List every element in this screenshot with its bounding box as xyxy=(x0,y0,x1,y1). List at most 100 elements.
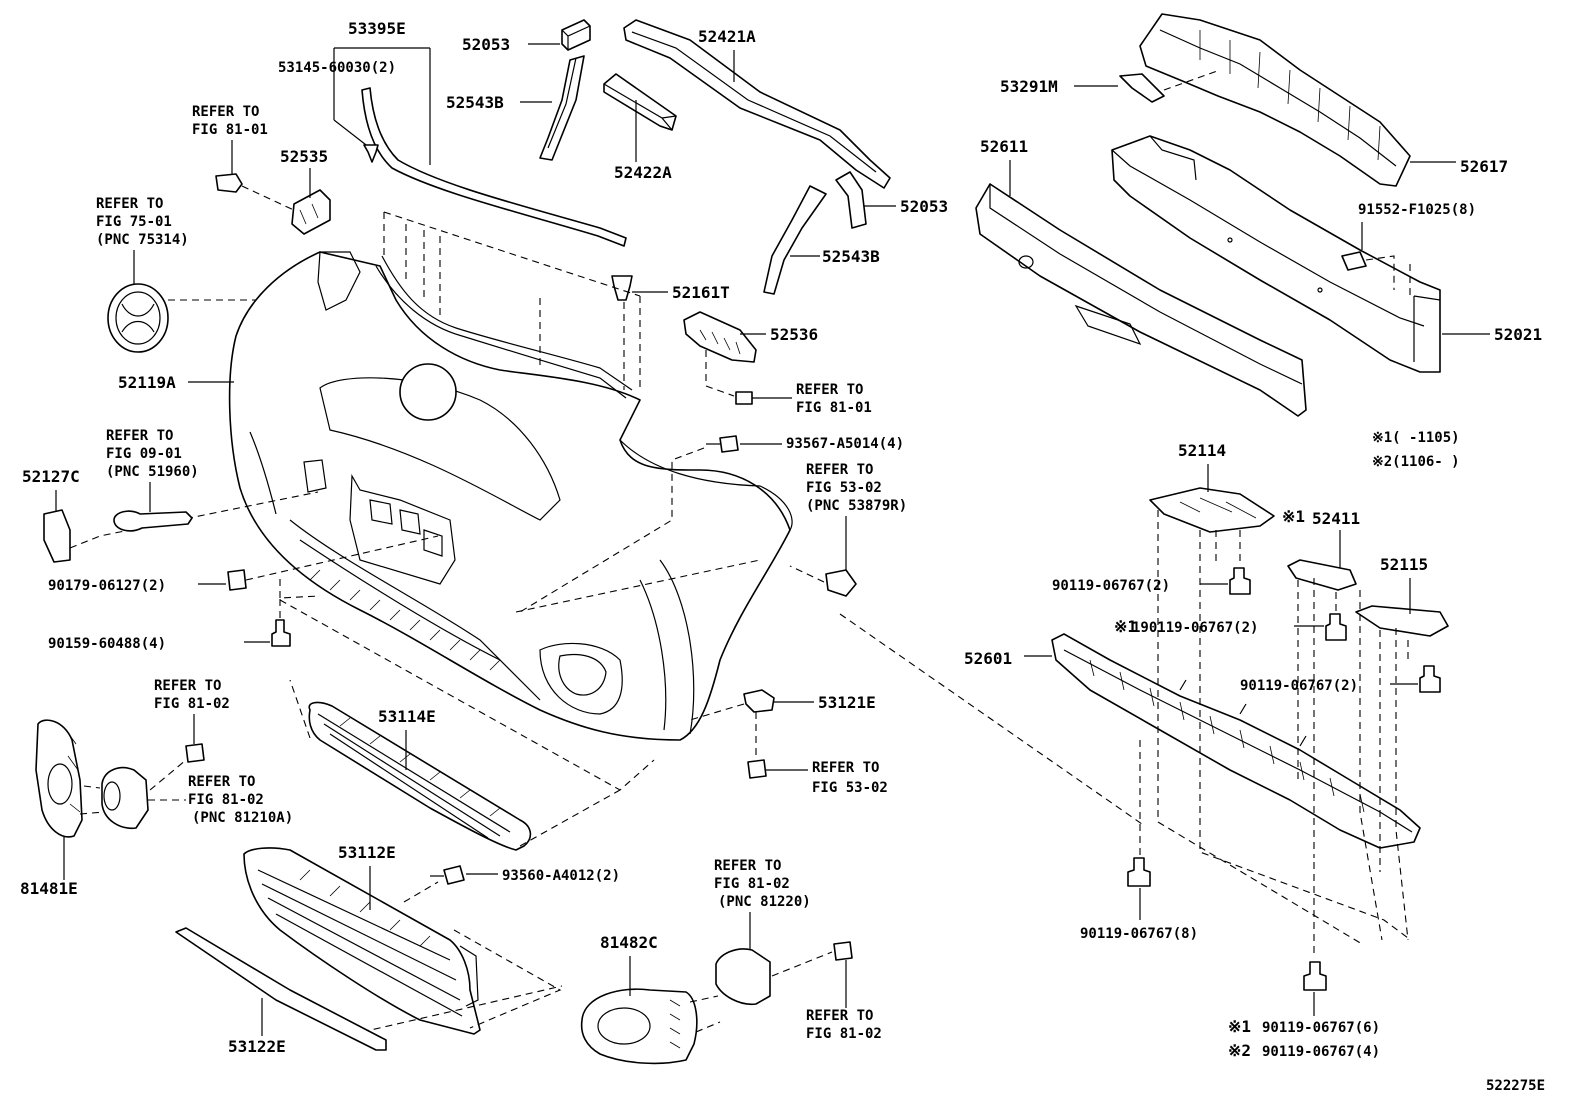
ref9-line2: FIG 81-02 xyxy=(714,876,790,892)
retainer-icon xyxy=(825,569,857,597)
absorber-52617 xyxy=(1139,13,1411,187)
ref7-line1: REFER TO xyxy=(188,774,255,790)
ref5-line1: REFER TO xyxy=(806,462,873,478)
dash-53114E xyxy=(289,679,621,847)
label-52535: 52535 xyxy=(280,147,328,166)
label-52421A: 52421A xyxy=(698,27,756,46)
absorber-52421A xyxy=(623,19,891,189)
bracket-52115 xyxy=(1355,605,1449,637)
bolt-icon xyxy=(215,173,243,193)
tow-hook-icon xyxy=(113,510,193,532)
ref2-line1: REFER TO xyxy=(96,196,163,212)
ref10-line1: REFER TO xyxy=(806,1008,873,1024)
screw-icon xyxy=(1303,961,1327,991)
label-52611: 52611 xyxy=(980,137,1028,156)
label-52119A: 52119A xyxy=(118,373,176,392)
ref5-line3: (PNC 53879R) xyxy=(806,498,907,514)
dash-53121E xyxy=(689,703,757,758)
label-90119-b: 190119-06767(2) xyxy=(1132,620,1258,636)
label-93560: 93560-A4012(2) xyxy=(502,868,620,884)
ref3-line1: REFER TO xyxy=(106,428,173,444)
screw-icon xyxy=(1325,613,1347,641)
label-81482C: 81482C xyxy=(600,933,658,952)
retainer-53121E xyxy=(743,689,775,713)
molding-53122E xyxy=(175,927,387,1051)
ref5-line2: FIG 53-02 xyxy=(806,480,882,496)
absorber-52601 xyxy=(1051,633,1421,849)
fog-lamp-icon xyxy=(715,948,771,1006)
bracket-52411 xyxy=(1287,559,1357,591)
label-53122E: 53122E xyxy=(228,1037,286,1056)
fog-lamp-cover-81482C xyxy=(580,988,698,1065)
dash-mid xyxy=(515,559,761,613)
label-52114: 52114 xyxy=(1178,441,1226,460)
dash-91552 xyxy=(1365,255,1411,300)
emblem-icon xyxy=(107,283,169,353)
label-52127C: 52127C xyxy=(22,467,80,486)
dash-ref9 xyxy=(771,951,833,977)
screw-icon xyxy=(706,435,739,453)
bolt-icon xyxy=(1341,251,1367,271)
mark-2-90119-f: ※2 xyxy=(1228,1041,1251,1060)
ref10-line2: FIG 81-02 xyxy=(806,1026,882,1042)
grille-53112E xyxy=(243,847,481,1035)
dash-81482C xyxy=(689,995,721,1033)
ref9-line3: (PNC 81220) xyxy=(718,894,811,910)
ref4-line2: FIG 81-01 xyxy=(796,400,872,416)
dash-right-verticals xyxy=(1139,510,1409,945)
label-53145: 53145-60030(2) xyxy=(278,60,396,76)
label-53121E: 53121E xyxy=(818,693,876,712)
label-91552: 91552-F1025(8) xyxy=(1358,202,1476,218)
ref1-line1: REFER TO xyxy=(192,104,259,120)
fog-lamp-cover-81481E xyxy=(35,719,83,838)
nut-icon xyxy=(227,569,247,591)
bracket-52535 xyxy=(291,189,331,235)
label-52617: 52617 xyxy=(1460,157,1508,176)
ref8-line1: REFER TO xyxy=(812,760,879,776)
note-1: ※1( -1105) xyxy=(1372,430,1460,446)
label-52411: 52411 xyxy=(1312,509,1360,528)
absorber-strip-52543B-upper xyxy=(539,55,585,161)
grille-53114E xyxy=(308,701,532,851)
dash-fog-lamp xyxy=(79,759,187,815)
ref1-line2: FIG 81-01 xyxy=(192,122,268,138)
bumper-cover-52119A xyxy=(228,251,793,741)
seal-strip-53395E xyxy=(361,87,627,247)
dash-long-to-52601 xyxy=(839,613,1143,825)
dash-53291M xyxy=(1163,69,1221,91)
leader-53395E xyxy=(333,47,431,165)
ref2-line3: (PNC 75314) xyxy=(96,232,189,248)
label-52053-upper: 52053 xyxy=(462,35,510,54)
label-52543B-upper: 52543B xyxy=(446,93,504,112)
screw-icon xyxy=(271,619,291,647)
dash-53112E xyxy=(361,881,563,1033)
label-52422A: 52422A xyxy=(614,163,672,182)
label-52536: 52536 xyxy=(770,325,818,344)
bracket-53291M xyxy=(1119,73,1165,103)
label-52601: 52601 xyxy=(964,649,1012,668)
label-53395E: 53395E xyxy=(348,19,406,38)
screw-icon xyxy=(430,865,465,885)
ref3-line2: FIG 09-01 xyxy=(106,446,182,462)
screw-icon xyxy=(833,941,853,1008)
screw-icon xyxy=(1127,857,1151,887)
mark-1-52411: ※1 xyxy=(1282,507,1305,526)
screw-icon xyxy=(1419,665,1441,693)
screw-icon xyxy=(1229,567,1251,595)
label-90119-c: 90119-06767(2) xyxy=(1240,678,1358,694)
bolt-icon xyxy=(735,391,792,405)
dash-cover-top xyxy=(383,211,641,388)
spacer-52053-upper xyxy=(561,19,591,51)
label-53114E: 53114E xyxy=(378,707,436,726)
label-90119-f: 90119-06767(4) xyxy=(1262,1044,1380,1060)
dash-93567 xyxy=(519,447,705,613)
dash-ref1 xyxy=(241,185,299,213)
screw-icon xyxy=(185,743,205,763)
tow-hook-cover-52127C xyxy=(43,509,71,563)
note-2: ※2(1106- ) xyxy=(1372,454,1460,470)
undercover-52114 xyxy=(1149,487,1275,533)
label-53112E: 53112E xyxy=(338,843,396,862)
dash-52536 xyxy=(705,350,735,397)
ref7-line2: FIG 81-02 xyxy=(188,792,264,808)
